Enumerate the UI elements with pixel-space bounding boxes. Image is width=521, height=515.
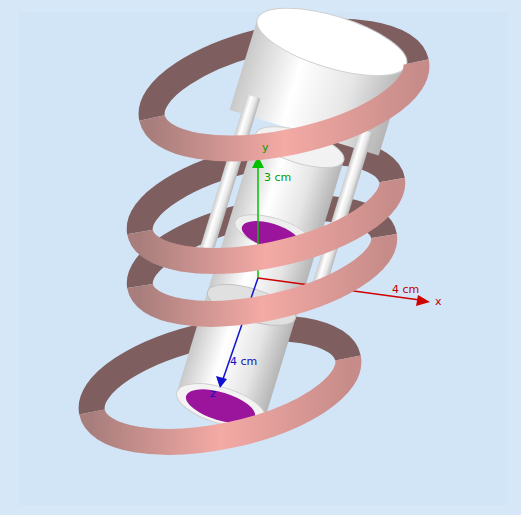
viewport-ground [18, 12, 508, 505]
dimension-label: 4 cm [392, 284, 419, 295]
dimension-label: 4 cm [230, 356, 257, 367]
dimension-label: 3 cm [264, 172, 291, 183]
axis-letter: y [262, 142, 269, 153]
cylinder-assembly [141, 0, 414, 445]
axis-letter: z [210, 388, 216, 399]
axis-letter: x [435, 296, 442, 307]
coil-ring-fronts [92, 62, 416, 442]
